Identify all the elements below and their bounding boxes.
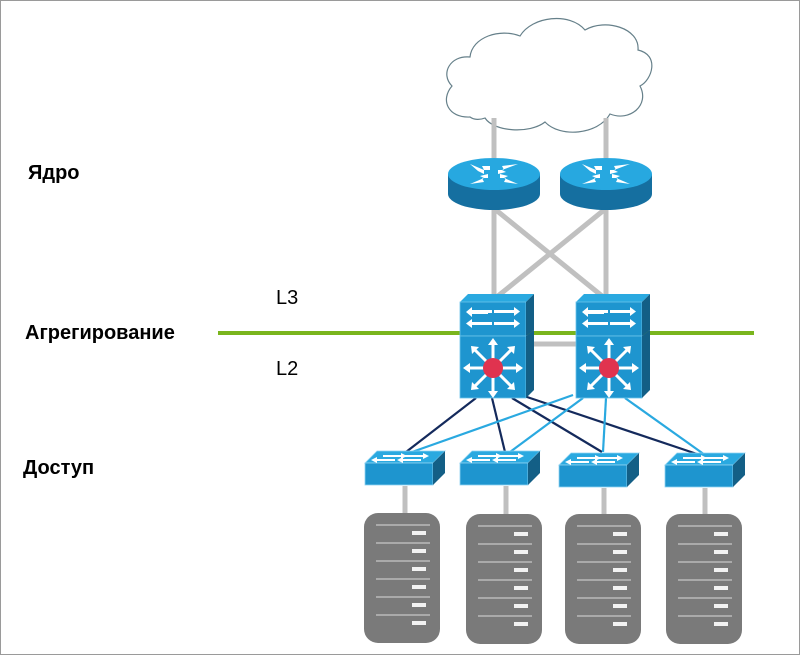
cloud-icon (446, 17, 653, 133)
tier-label-aggregation: Агрегирование (25, 322, 175, 344)
tier-label-core: Ядро (28, 162, 80, 184)
server-links (402, 486, 708, 515)
core-router-2 (560, 158, 652, 210)
server-3 (564, 513, 642, 645)
server-2 (465, 513, 543, 645)
core-links (491, 118, 609, 347)
layer-label-l2: L2 (276, 358, 299, 380)
core-router-1 (448, 158, 540, 210)
server-4 (665, 513, 743, 645)
access-switch-3 (558, 452, 640, 488)
aggregation-switch-1 (458, 292, 536, 400)
access-switch-4 (664, 452, 746, 488)
server-1 (363, 512, 441, 644)
aggregation-switch-2 (574, 292, 652, 400)
access-switch-2 (459, 450, 541, 486)
tier-label-access: Доступ (23, 457, 95, 479)
uplinks (405, 393, 706, 457)
access-switch-1 (364, 450, 446, 486)
layer-label-l3: L3 (276, 287, 299, 309)
